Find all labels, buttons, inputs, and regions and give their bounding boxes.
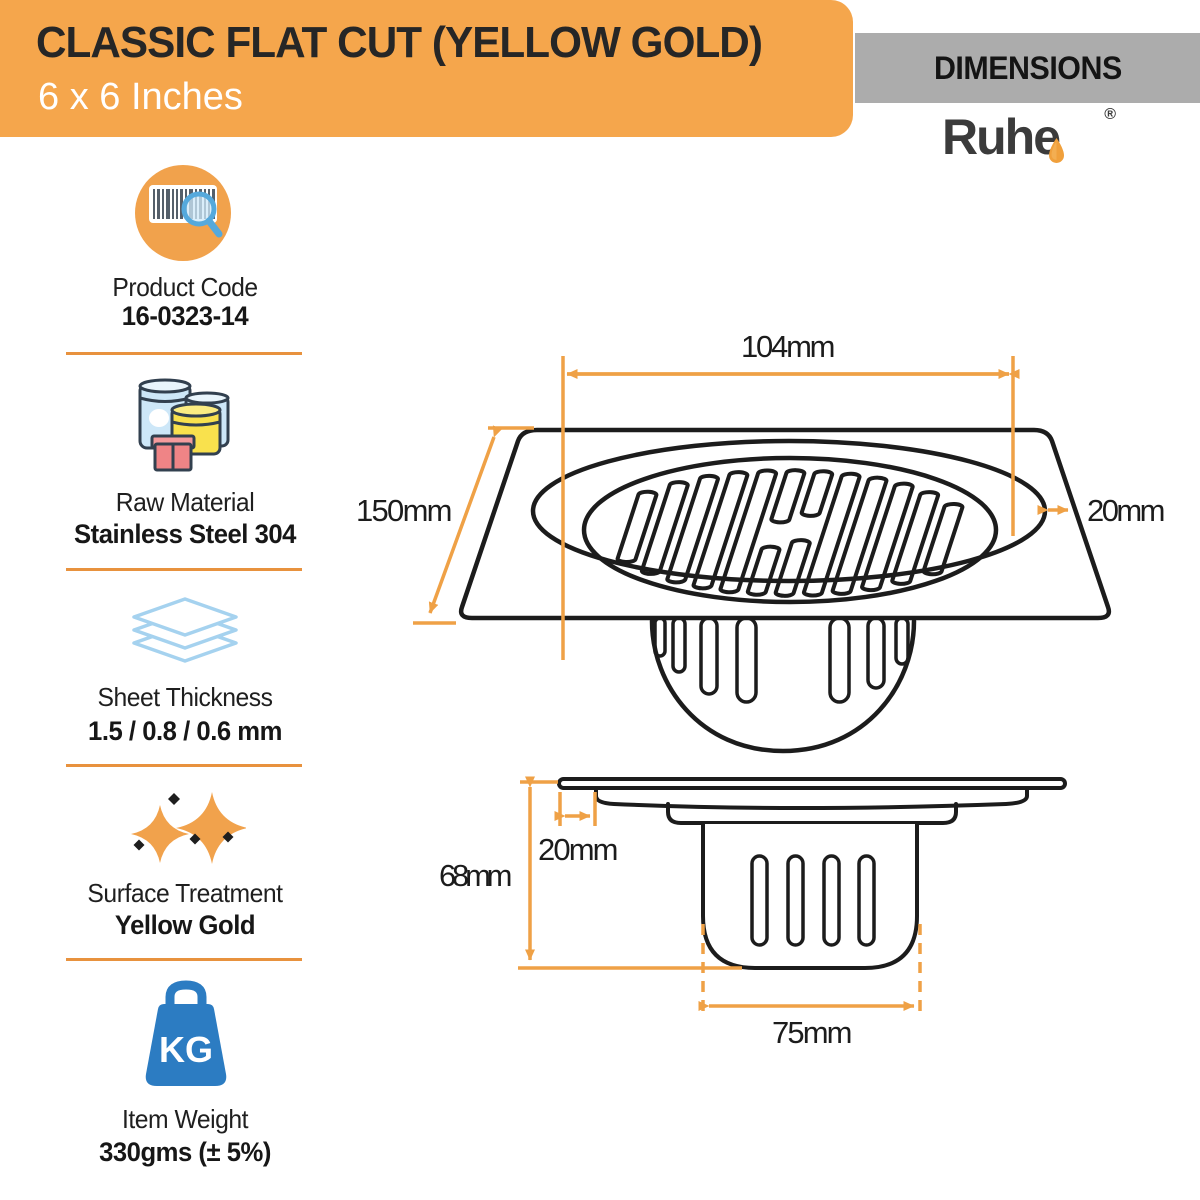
side-view-dimensions: 68mm 20mm 75mm — [439, 776, 922, 1050]
material-cans-icon — [138, 378, 230, 472]
top-view-dimensions: 104mm 150mm 20mm — [356, 329, 1166, 660]
item-weight-label: Item Weight — [121, 1104, 249, 1134]
divider — [66, 764, 302, 767]
top-view-drawing — [458, 427, 1112, 754]
sparkles-icon — [131, 792, 246, 864]
dim-20mm-offset — [554, 792, 597, 826]
divider — [66, 568, 302, 571]
page-subtitle: 6 x 6 Inches — [38, 76, 243, 118]
barcode-search-icon — [135, 165, 231, 261]
plate-side-label: 150mm — [356, 493, 452, 528]
rim-width-label: 20mm — [1087, 493, 1165, 528]
divider — [66, 352, 302, 355]
surface-treatment-label: Surface Treatment — [87, 878, 283, 908]
surface-treatment-value: Yellow Gold — [114, 910, 256, 940]
product-code-value: 16-0323-14 — [121, 301, 249, 331]
page-title: CLASSIC FLAT CUT (YELLOW GOLD) — [36, 18, 763, 67]
sheet-layers-icon — [132, 597, 238, 663]
brand-name: Ruhe — [942, 109, 1061, 165]
dimensions-banner-label: DIMENSIONS — [933, 49, 1122, 86]
dim-75mm — [698, 924, 922, 1018]
divider — [66, 958, 302, 961]
sheet-thickness-label: Sheet Thickness — [97, 682, 273, 712]
side-height-label: 68mm — [439, 858, 512, 893]
top-width-label: 104mm — [741, 329, 835, 364]
header-band — [0, 0, 853, 137]
dimensions-banner: DIMENSIONS — [855, 33, 1200, 103]
raw-material-label: Raw Material — [115, 487, 255, 517]
raw-material-value: Stainless Steel 304 — [74, 519, 296, 549]
dim-150mm — [413, 425, 534, 625]
outlet-width-label: 75mm — [772, 1015, 852, 1050]
dim-104mm — [561, 356, 1020, 660]
kg-weight-icon: KG — [145, 980, 227, 1086]
sheet-thickness-value: 1.5 / 0.8 / 0.6 mm — [88, 716, 282, 746]
droplet-icon — [1049, 138, 1064, 163]
product-code-label: Product Code — [112, 272, 258, 302]
brand-logo: Ruhe ® — [942, 106, 1122, 172]
edge-offset-label: 20mm — [538, 832, 618, 867]
side-view-drawing — [557, 777, 1067, 970]
kg-icon-label: KG — [159, 1029, 213, 1070]
item-weight-value: 330gms (± 5%) — [99, 1137, 271, 1167]
registered-mark: ® — [1104, 106, 1116, 123]
